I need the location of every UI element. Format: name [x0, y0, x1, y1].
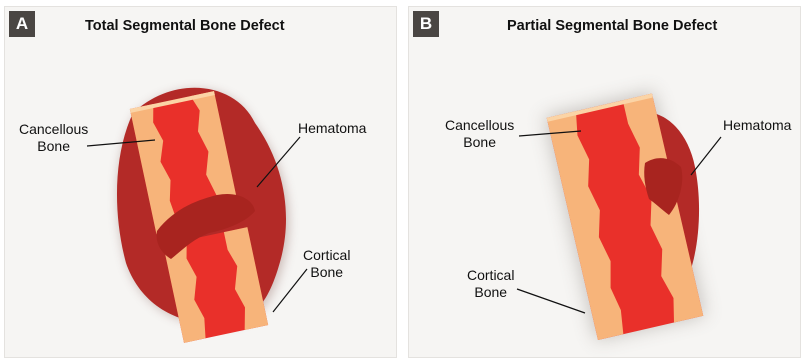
label-hematoma-a: Hematoma	[298, 120, 366, 137]
label-cancellous-a: Cancellous Bone	[19, 121, 88, 155]
label-cancellous-b: Cancellous Bone	[445, 117, 514, 151]
bone-diagram-a	[5, 7, 397, 358]
bone-shaft-b	[547, 94, 704, 340]
bone-diagram-b	[409, 7, 801, 358]
label-hematoma-b: Hematoma	[723, 117, 791, 134]
panel-total-defect: A Total Segmental Bone Defect C	[4, 6, 397, 358]
label-cortical-a: Cortical Bone	[303, 247, 350, 281]
pointer-hematoma-b	[691, 137, 721, 175]
label-cortical-b: Cortical Bone	[467, 267, 514, 301]
pointer-cortical-b	[517, 289, 585, 313]
panel-partial-defect: B Partial Segmental Bone Defect Cancello…	[408, 6, 801, 358]
